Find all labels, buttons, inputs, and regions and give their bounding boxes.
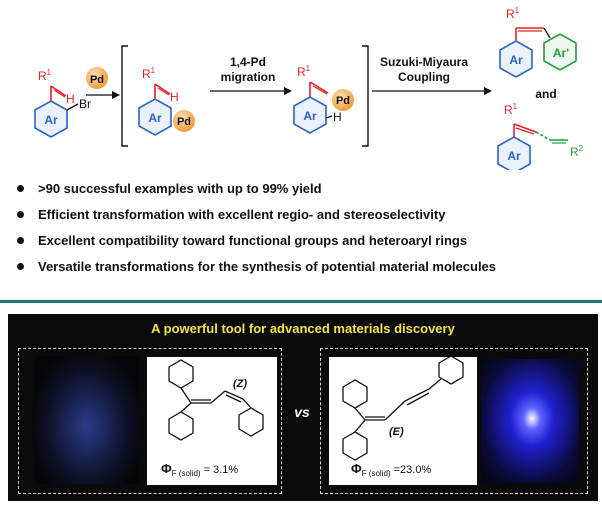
suzuki-label-2: Coupling xyxy=(398,70,450,84)
ar-label: Ar xyxy=(44,113,58,127)
svg-text:R1: R1 xyxy=(297,64,311,79)
z-isomer-card: (Z) ΦF (solid) = 3.1% xyxy=(18,348,282,494)
migration-label-2: migration xyxy=(221,70,276,84)
svg-text:Ar: Ar xyxy=(509,53,523,67)
bullet-dot-icon xyxy=(17,185,24,192)
e-isomer-label: (E) xyxy=(389,426,404,438)
svg-text:H: H xyxy=(333,110,342,124)
svg-text:R1: R1 xyxy=(142,66,156,81)
section-divider xyxy=(0,300,602,303)
bullet-item: >90 successful examples with up to 99% y… xyxy=(14,180,496,206)
r2-label: R2 xyxy=(570,144,584,159)
svg-text:Ar: Ar xyxy=(148,111,162,125)
ar-prime-label: Ar' xyxy=(553,46,569,60)
e-quantum-yield: ΦF (solid) =23.0% xyxy=(351,461,432,479)
intermediate-1: Ar R1 H Pd xyxy=(138,66,195,136)
reaction-scheme: Ar Br R1 H Pd Ar R1 H Pd 1,4-Pd migratio… xyxy=(34,6,584,170)
z-isomer-label: (Z) xyxy=(233,378,247,390)
bullet-dot-icon xyxy=(17,211,24,218)
highlights-list: >90 successful examples with up to 99% y… xyxy=(14,180,496,284)
svg-text:H: H xyxy=(170,90,179,104)
product-2: Ar R1 R2 xyxy=(497,102,584,170)
br-label: Br xyxy=(79,97,91,111)
bracket-right xyxy=(362,45,369,147)
product-1: Ar R1 Ar' xyxy=(499,6,577,78)
svg-text:Pd: Pd xyxy=(336,95,350,107)
pd-catalyst-ball xyxy=(86,67,108,89)
e-fluorescence-photo xyxy=(481,359,579,483)
bullet-item: Excellent compatibility toward functiona… xyxy=(14,232,496,258)
svg-text:Ar: Ar xyxy=(303,109,317,123)
vs-label: vs xyxy=(294,404,310,420)
bullet-item: Efficient transformation with excellent … xyxy=(14,206,496,232)
intermediate-2: Ar H R1 Pd xyxy=(293,64,354,134)
and-label: and xyxy=(535,87,556,101)
svg-text:Pd: Pd xyxy=(177,116,191,128)
pd-label: Pd xyxy=(90,74,104,86)
r1-label: R1 xyxy=(38,68,52,83)
svg-text:Ar: Ar xyxy=(507,149,521,163)
bullet-dot-icon xyxy=(17,237,24,244)
e-isomer-card: (E) ΦF (solid) =23.0% xyxy=(320,348,588,494)
starting-material: Ar Br R1 H xyxy=(34,68,91,138)
suzuki-label-1: Suzuki-Miyaura xyxy=(380,55,468,69)
migration-label-1: 1,4-Pd xyxy=(230,55,266,69)
z-quantum-yield: ΦF (solid) = 3.1% xyxy=(161,461,239,479)
materials-panel: A powerful tool for advanced materials d… xyxy=(8,314,598,501)
svg-text:R1: R1 xyxy=(504,102,518,117)
bracket-left xyxy=(121,45,128,147)
bullet-dot-icon xyxy=(17,263,24,270)
h-label: H xyxy=(66,92,75,106)
e-isomer-structure: (E) ΦF (solid) =23.0% xyxy=(329,355,477,485)
z-fluorescence-photo xyxy=(35,356,139,484)
svg-text:R1: R1 xyxy=(506,6,520,21)
panel-title: A powerful tool for advanced materials d… xyxy=(151,321,455,336)
bullet-item: Versatile transformations for the synthe… xyxy=(14,258,496,284)
z-isomer-structure: (Z) ΦF (solid) = 3.1% xyxy=(147,357,277,485)
